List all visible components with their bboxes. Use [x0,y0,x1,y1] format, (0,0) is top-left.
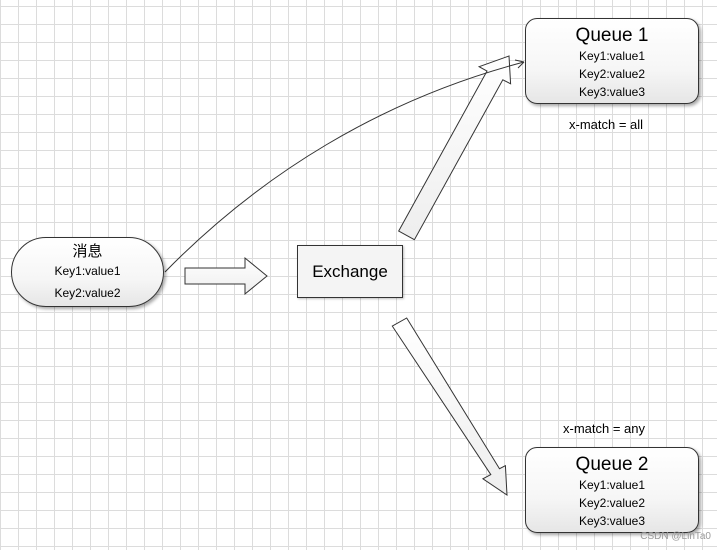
curve-arrowhead [514,59,525,69]
queue2-title: Queue 2 [575,454,649,475]
curve-message-to-queue1 [164,61,525,273]
arrow-message-to-exchange [184,256,268,296]
queue1-header-1: Key1:value1 [578,49,646,63]
queue1-header-3: Key3:value3 [578,85,646,99]
queue2-match-rule: x-match = any [563,421,646,436]
queue1-title: Queue 1 [575,25,649,46]
arrow-exchange-to-queue2 [391,317,508,496]
message-title: 消息 [72,242,103,260]
queue2-header-1: Key1:value1 [578,478,646,492]
message-header-2: Key2:value2 [54,286,121,300]
queue2-header-2: Key2:value2 [578,496,646,510]
message-node: 消息 Key1:value1 Key2:value2 [11,237,164,307]
queue2-header-3: Key3:value3 [578,514,646,528]
queue2-node: Queue 2 Key1:value1 Key2:value2 Key3:val… [525,447,699,533]
exchange-label: Exchange [312,261,388,281]
arrow-exchange-to-queue1 [398,55,512,241]
message-header-1: Key1:value1 [54,264,121,278]
queue1-match-rule: x-match = all [569,117,644,132]
queue1-node: Queue 1 Key1:value1 Key2:value2 Key3:val… [525,18,699,104]
watermark: CSDN @LinTa0 [640,531,711,542]
exchange-node: Exchange [297,245,403,298]
queue1-header-2: Key2:value2 [578,67,646,81]
